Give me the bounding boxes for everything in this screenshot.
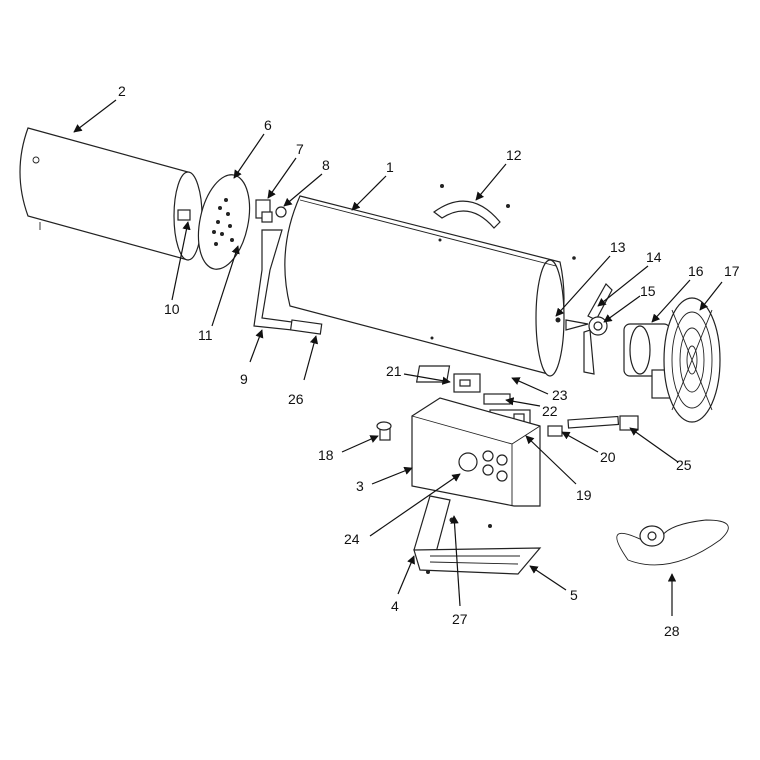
callout-leaders bbox=[73, 99, 723, 616]
callout-12: 12 bbox=[506, 147, 522, 163]
part-7-igniter bbox=[255, 199, 273, 223]
part-2-outer-shell bbox=[19, 127, 203, 261]
callout-2: 2 bbox=[118, 83, 126, 99]
callout-17: 17 bbox=[724, 263, 740, 279]
callout-23: 23 bbox=[552, 387, 568, 403]
callout-27: 27 bbox=[452, 611, 468, 627]
part-15-fan-hub bbox=[588, 316, 608, 336]
callout-19: 19 bbox=[576, 487, 592, 503]
callout-5: 5 bbox=[570, 587, 578, 603]
callout-21: 21 bbox=[386, 363, 402, 379]
callout-16: 16 bbox=[688, 263, 704, 279]
part-6-burner-plate bbox=[197, 174, 251, 270]
callout-18: 18 bbox=[318, 447, 334, 463]
part-20-fitting bbox=[547, 425, 563, 437]
callout-24: 24 bbox=[344, 531, 360, 547]
part-13-screw bbox=[555, 317, 561, 323]
part-8-thermocouple bbox=[275, 206, 287, 218]
part-21-switch bbox=[453, 373, 481, 393]
callout-9: 9 bbox=[240, 371, 248, 387]
part-26-orifice bbox=[289, 319, 323, 335]
callout-4: 4 bbox=[391, 598, 399, 614]
part-25-hose-connector bbox=[567, 415, 639, 431]
callout-7: 7 bbox=[296, 141, 304, 157]
callout-3: 3 bbox=[356, 478, 364, 494]
part-5-base-frame bbox=[413, 547, 542, 575]
part-16-motor bbox=[623, 323, 671, 399]
callout-6: 6 bbox=[264, 117, 272, 133]
callout-1: 1 bbox=[386, 159, 394, 175]
part-22-bracket bbox=[483, 393, 511, 405]
part-28-regulator-hose bbox=[616, 519, 729, 566]
callout-15: 15 bbox=[640, 283, 656, 299]
callout-26: 26 bbox=[288, 391, 304, 407]
part-3-control-box bbox=[411, 397, 541, 507]
part-17-fan-guard bbox=[663, 297, 721, 423]
callout-8: 8 bbox=[322, 157, 330, 173]
callout-20: 20 bbox=[600, 449, 616, 465]
part-12-handle bbox=[432, 184, 510, 229]
callout-10: 10 bbox=[164, 301, 180, 317]
callout-28: 28 bbox=[664, 623, 680, 639]
part-1-main-housing bbox=[284, 195, 576, 377]
callout-14: 14 bbox=[646, 249, 662, 265]
callout-22: 22 bbox=[542, 403, 558, 419]
callout-25: 25 bbox=[676, 457, 692, 473]
part-18-knob bbox=[376, 421, 392, 441]
callout-13: 13 bbox=[610, 239, 626, 255]
callout-11: 11 bbox=[198, 327, 213, 343]
callout-labels: 1 2 3 4 5 6 7 8 9 10 11 12 13 14 15 16 1… bbox=[118, 83, 740, 639]
